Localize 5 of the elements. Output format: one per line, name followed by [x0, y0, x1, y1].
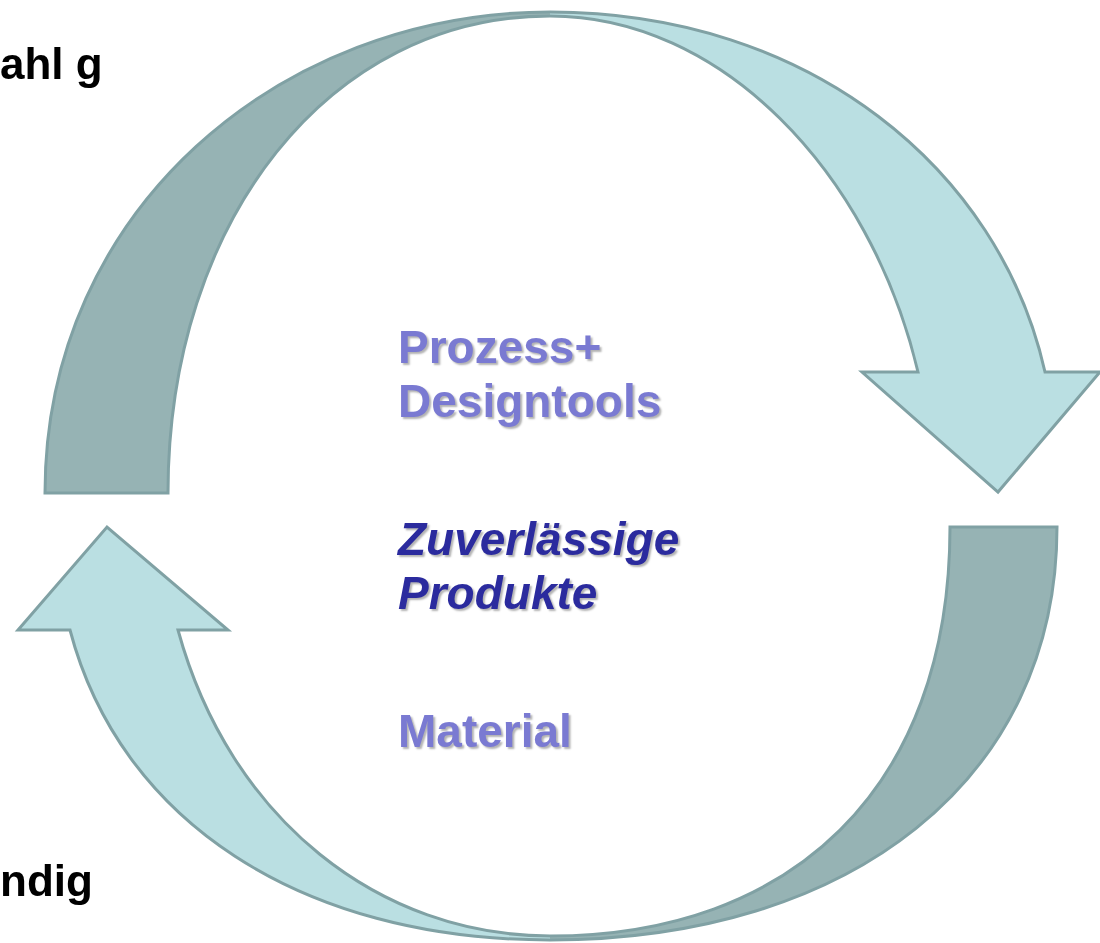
- topic-text: Material: [398, 704, 573, 759]
- side-text: ahl g: [0, 38, 104, 90]
- topic-text: Prozess+ Designtools: [398, 320, 663, 429]
- side-text: ndig: [0, 855, 94, 907]
- center-heading: Zuverlässige Produkte: [398, 512, 681, 621]
